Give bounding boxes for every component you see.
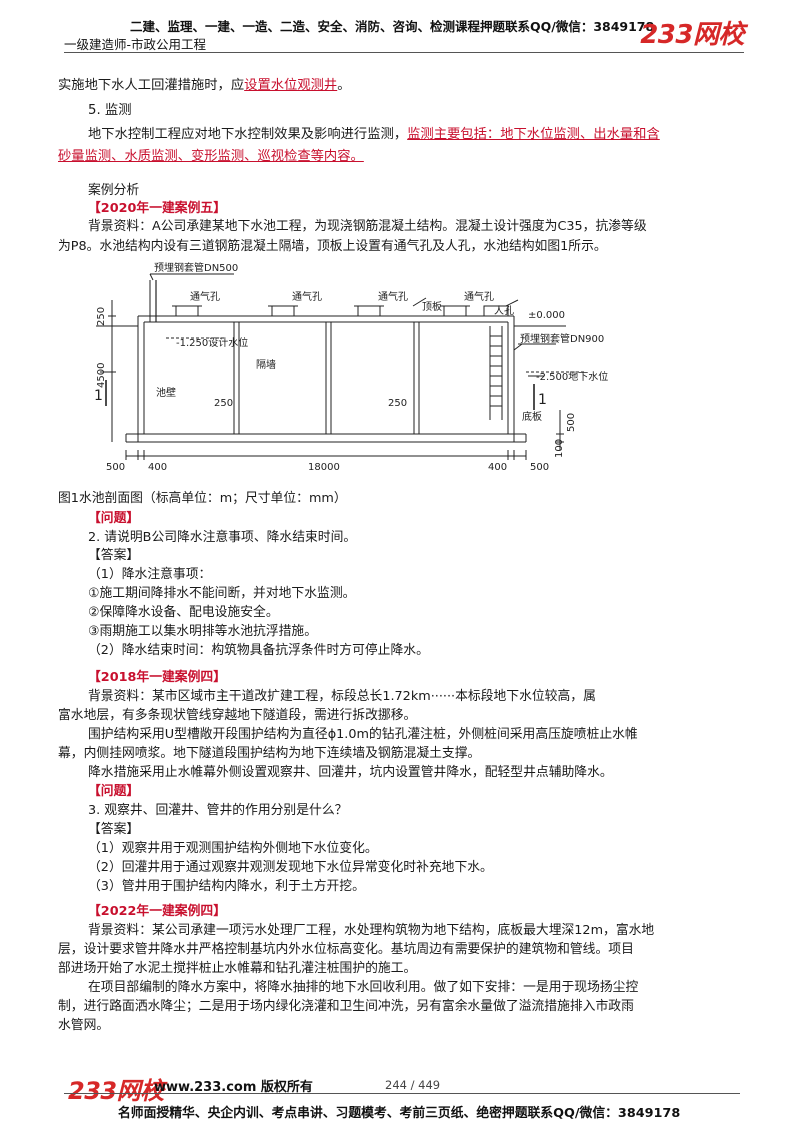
paragraph-line: 水管网。 — [58, 1018, 110, 1033]
wall-thickness-label: 250 — [214, 398, 233, 409]
dimension-label: 400 — [148, 462, 167, 473]
dimension-label: 4500 — [96, 363, 107, 388]
case-tag: 【2018年一建案例四】 — [88, 670, 226, 685]
vent-label: 通气孔 — [464, 290, 494, 303]
paragraph-line: 背景资料：A公司承建某地下水池工程，为现浇钢筋混凝土结构。混凝土设计强度为C35… — [88, 219, 647, 234]
partition-label: 隔墙 — [256, 358, 276, 371]
paragraph-line: 背景资料：某市区域市主干道改扩建工程，标段总长1.72km······本标段地下… — [88, 689, 596, 704]
header-subtitle: 一级建造师-市政公用工程 — [64, 37, 207, 52]
answer-line: （2）回灌井用于通过观察井观测发现地下水位异常变化时补充地下水。 — [88, 860, 493, 875]
footer-divider — [64, 1093, 740, 1094]
footer-copyright[interactable]: www.233.com 版权所有 — [154, 1080, 313, 1095]
dimension-label: 250 — [96, 307, 107, 326]
brand-logo[interactable]: 233网校 — [640, 20, 744, 50]
base-slab-label: 底板 — [522, 410, 542, 423]
answer-line: （2）降水结束时间：构筑物具备抗浮条件时方可停止降水。 — [88, 643, 429, 658]
paragraph-line: 背景资料：某公司承建一项污水处理厂工程，水处理构筑物为地下结构，底板最大埋深12… — [88, 923, 655, 938]
paragraph-line: 层，设计要求管井降水井严格控制基坑内外水位标高变化。基坑周边有需要保护的建筑物和… — [58, 942, 634, 957]
paragraph-line: 实施地下水人工回灌措施时，应设置水位观测井。 — [58, 75, 744, 96]
section-mark: 1 — [94, 388, 103, 404]
dimension-label: 500 — [106, 462, 125, 473]
section-mark: 1 — [538, 392, 547, 408]
answer-line: ②保障降水设备、配电设施安全。 — [88, 605, 279, 620]
elevation-zero-label: ±0.000 — [528, 310, 565, 321]
paragraph-line: 围护结构采用U型槽敞开段围护结构为直径ϕ1.0m的钻孔灌注桩，外侧桩间采用高压旋… — [88, 727, 638, 742]
answer-line: （3）管井用于围护结构内降水，利于土方开挖。 — [88, 879, 365, 894]
answer-tag: 【答案】 — [88, 822, 140, 837]
case-tag: 【2022年一建案例四】 — [88, 904, 226, 919]
paragraph-line: 幕，内侧挂网喷浆。地下隧道段围护结构为地下连续墙及钢筋混凝土支撑。 — [58, 746, 481, 761]
paragraph-line: 制，进行路面洒水降尘；二是用于场内绿化浇灌和卫生间冲洗，另有富余水量做了溢流措施… — [58, 999, 634, 1014]
dimension-label: 500 — [566, 413, 577, 432]
question-tag: 【问题】 — [88, 511, 140, 526]
pool-section-diagram: 预埋钢套管DN500 通气孔 通气孔 通气孔 通气孔 顶板 人孔 ±0.000 … — [94, 261, 608, 473]
highlight-text: 设置水位观测井 — [244, 78, 338, 93]
header-divider — [64, 52, 744, 53]
answer-line: （1）观察井用于观测围护结构外侧地下水位变化。 — [88, 841, 378, 856]
slab-label: 顶板 — [422, 300, 442, 313]
footer-promo-line: 名师面授精华、央企内训、考点串讲、习题模考、考前三页纸、绝密押题联系QQ/微信：… — [118, 1106, 681, 1121]
footer-logo[interactable]: 233网校 — [68, 1077, 164, 1105]
paragraph-line: 富水地层，有多条现状管线穿越地下隧道段，需进行拆改挪移。 — [58, 708, 417, 723]
question-tag: 【问题】 — [88, 784, 140, 799]
pipe-dn900-label: 预埋钢套管DN900 — [520, 332, 604, 345]
answer-line: ①施工期间降排水不能间断，并对地下水监测。 — [88, 586, 356, 601]
wall-thickness-label: 250 — [388, 398, 407, 409]
pool-wall-label: 池壁 — [156, 386, 176, 399]
dimension-label: 18000 — [308, 462, 340, 473]
dimension-label: 500 — [530, 462, 549, 473]
pipe-dn500-label: 预埋钢套管DN500 — [154, 261, 238, 274]
paragraph-line: 砂量监测、水质监测、变形监测、巡视检查等内容。 — [58, 146, 744, 167]
vent-label: 通气孔 — [190, 290, 220, 303]
vent-label: 通气孔 — [292, 290, 322, 303]
question-text: 3. 观察井、回灌井、管井的作用分别是什么？ — [88, 803, 348, 818]
text: 实施地下水人工回灌措施时，应 — [58, 78, 245, 93]
case-heading: 案例分析 — [88, 183, 140, 198]
answer-tag: 【答案】 — [88, 548, 140, 563]
paragraph-line: 部进场开始了水泥土搅拌桩止水帷幕和钻孔灌注桩围护的施工。 — [58, 961, 417, 976]
design-water-level-label: -1.250设计水位 — [176, 336, 248, 349]
answer-line: ③雨期施工以集水明排等水池抗浮措施。 — [88, 624, 318, 639]
highlight-text: 砂量监测、水质监测、变形监测、巡视检查等内容。 — [58, 149, 364, 164]
question-text: 2. 请说明B公司降水注意事项、降水结束时间。 — [88, 530, 357, 545]
header-promo-line: 二建、监理、一建、一造、二造、安全、消防、咨询、检测课程押题联系QQ/微信：38… — [130, 19, 655, 34]
paragraph-line: 为P8。水池结构内设有三道钢筋混凝土隔墙，顶板上设置有通气孔及人孔，水池结构如图… — [58, 239, 607, 254]
figure-caption: 图1水池剖面图（标高单位：m；尺寸单位：mm） — [58, 491, 347, 506]
section-heading: 5. 监测 — [88, 103, 132, 118]
paragraph-line: 降水措施采用止水帷幕外侧设置观察井、回灌井，坑内设置管井降水，配轻型井点辅助降水… — [88, 765, 613, 780]
text: 。 — [337, 78, 351, 93]
manhole-label: 人孔 — [494, 305, 514, 317]
highlight-text: 监测主要包括：地下水位监测、出水量和含 — [407, 127, 660, 142]
text: 地下水控制工程应对地下水控制效果及影响进行监测， — [88, 127, 408, 142]
groundwater-level-label: -2.500地下水位 — [536, 370, 608, 383]
case-tag: 【2020年一建案例五】 — [88, 201, 226, 216]
dimension-label: 100 — [554, 439, 565, 458]
vent-label: 通气孔 — [378, 290, 408, 303]
page-number: 244 / 449 — [385, 1078, 441, 1092]
paragraph-line: 地下水控制工程应对地下水控制效果及影响进行监测，监测主要包括：地下水位监测、出水… — [88, 124, 774, 145]
answer-line: （1）降水注意事项： — [88, 567, 212, 582]
dimension-label: 400 — [488, 462, 507, 473]
paragraph-line: 在项目部编制的降水方案中，将降水抽排的地下水回收利用。做了如下安排：一是用于现场… — [88, 980, 639, 995]
